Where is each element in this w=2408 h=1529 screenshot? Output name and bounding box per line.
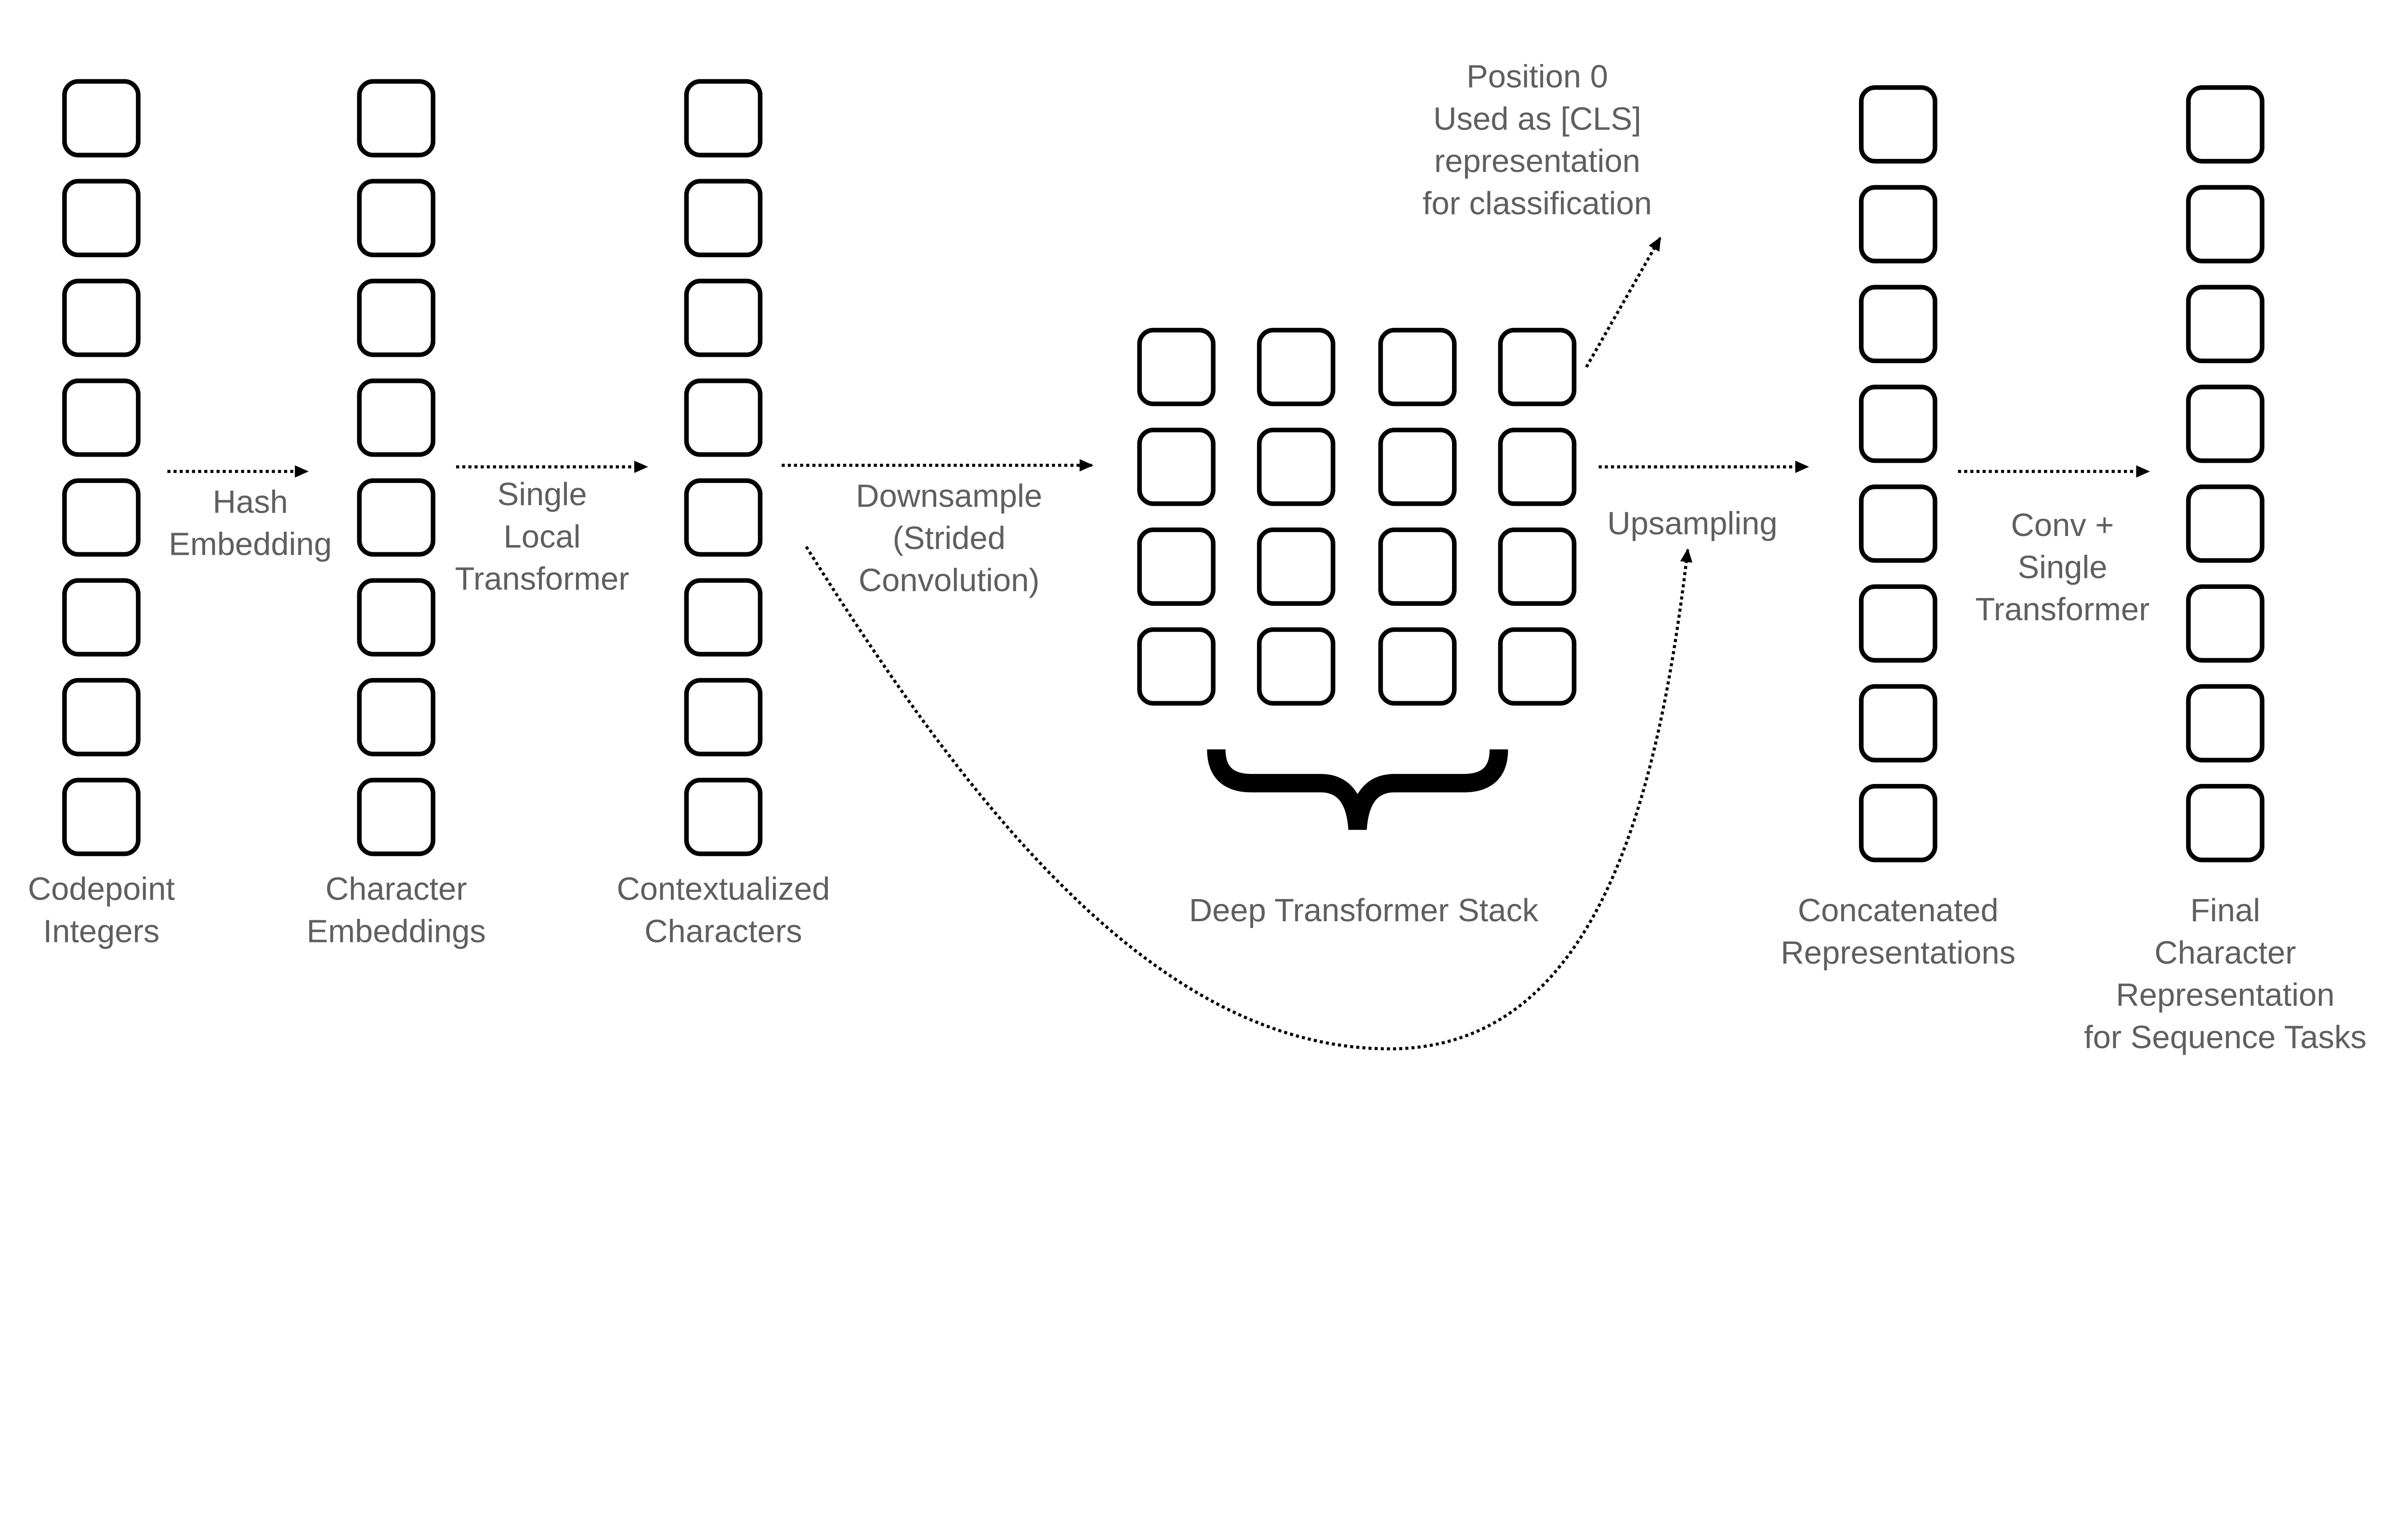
vector-box — [1859, 584, 1937, 663]
cls-note: Used as [CLS] — [1433, 101, 1641, 137]
edge-label-conv-transformer: Transformer — [1975, 591, 2149, 627]
vector-box — [1498, 627, 1577, 706]
edge-label-hash-embedding: Embedding — [169, 526, 332, 562]
vector-box — [1257, 527, 1335, 606]
vector-box — [1137, 327, 1216, 406]
curly-brace-icon — [1207, 749, 1508, 830]
column-label-final-representation: Representation — [2116, 977, 2334, 1013]
vector-box — [684, 778, 763, 856]
edge-label-conv-transformer: Conv + — [2011, 507, 2114, 543]
column-label-concatenated-representations: Representations — [1781, 935, 2016, 971]
column-label-contextualized-characters: Contextualized — [616, 871, 830, 907]
vector-box — [62, 778, 141, 856]
edge-label-hash-embedding: Hash — [213, 484, 288, 520]
cls-note: Position 0 — [1466, 59, 1608, 95]
arrow-cls — [1585, 236, 1662, 368]
vector-box — [1137, 527, 1216, 606]
column-label-final-representation: for Sequence Tasks — [2084, 1019, 2367, 1055]
vector-box — [1498, 428, 1577, 506]
vector-box — [1859, 384, 1937, 463]
vector-box — [2186, 584, 2264, 663]
vector-box — [1498, 527, 1577, 606]
edge-label-downsample: (Strided — [892, 520, 1005, 556]
vector-box — [1859, 784, 1937, 863]
vector-box — [357, 478, 436, 557]
edge-label-local-transformer: Single — [497, 476, 587, 512]
vector-box — [357, 79, 436, 157]
vector-box — [1137, 428, 1216, 506]
vector-box — [1257, 428, 1335, 506]
vector-box — [2186, 85, 2264, 164]
vector-box — [62, 379, 141, 457]
deep-transformer-stack-label: Deep Transformer Stack — [1189, 892, 1539, 928]
vector-box — [684, 179, 763, 258]
vector-box — [62, 79, 141, 157]
vector-box — [2186, 484, 2264, 563]
vector-box — [1378, 327, 1457, 406]
vector-box — [1378, 627, 1457, 706]
vector-box — [684, 379, 763, 457]
vector-box — [2186, 784, 2264, 863]
cls-note: representation — [1434, 143, 1640, 179]
cls-note: for classification — [1423, 185, 1652, 222]
column-label-character-embeddings: Embeddings — [307, 913, 486, 949]
vector-box — [2186, 684, 2264, 763]
vector-box — [62, 179, 141, 258]
vector-box — [684, 478, 763, 557]
edge-label-downsample: Convolution) — [859, 562, 1040, 599]
vector-box — [1257, 327, 1335, 406]
vector-box — [1859, 85, 1937, 164]
column-label-concatenated-representations: Concatenated — [1798, 892, 1999, 928]
vector-box — [2186, 285, 2264, 364]
vector-box — [357, 278, 436, 357]
arrow-residual-skip — [805, 546, 1693, 1051]
vector-box — [357, 578, 436, 657]
vector-box — [1378, 527, 1457, 606]
vector-box — [684, 278, 763, 357]
vector-box — [1498, 327, 1577, 406]
vector-box — [684, 79, 763, 157]
labels: CodepointIntegersCharacterEmbeddingsCont… — [28, 59, 2367, 1056]
edge-label-conv-transformer: Single — [2017, 549, 2107, 586]
vector-box — [62, 678, 141, 757]
vector-box — [2186, 185, 2264, 263]
column-label-character-embeddings: Character — [326, 871, 467, 907]
vector-box — [357, 379, 436, 457]
vector-box — [357, 179, 436, 258]
vector-box — [1859, 484, 1937, 563]
vector-box — [62, 478, 141, 557]
edge-label-upsampling: Upsampling — [1607, 506, 1778, 542]
box-columns — [62, 79, 2264, 863]
canine-architecture-diagram: CodepointIntegersCharacterEmbeddingsCont… — [28, 59, 2367, 1056]
vector-box — [357, 778, 436, 856]
vector-box — [1137, 627, 1216, 706]
column-label-final-representation: Final — [2190, 892, 2260, 928]
deep-transformer-grid — [1137, 327, 1577, 706]
vector-box — [1378, 428, 1457, 506]
vector-box — [684, 678, 763, 757]
column-label-contextualized-characters: Characters — [644, 913, 802, 949]
vector-box — [1859, 684, 1937, 763]
column-label-final-representation: Character — [2155, 935, 2296, 971]
edge-label-local-transformer: Transformer — [455, 561, 629, 597]
vector-box — [62, 278, 141, 357]
vector-box — [62, 578, 141, 657]
edge-label-downsample: Downsample — [856, 478, 1042, 514]
column-label-codepoint-integers: Integers — [43, 913, 159, 949]
column-label-codepoint-integers: Codepoint — [28, 871, 175, 907]
vector-box — [1859, 185, 1937, 263]
vector-box — [1859, 285, 1937, 364]
vector-box — [2186, 384, 2264, 463]
vector-box — [684, 578, 763, 657]
vector-box — [357, 678, 436, 757]
edge-label-local-transformer: Local — [504, 519, 581, 555]
vector-box — [1257, 627, 1335, 706]
